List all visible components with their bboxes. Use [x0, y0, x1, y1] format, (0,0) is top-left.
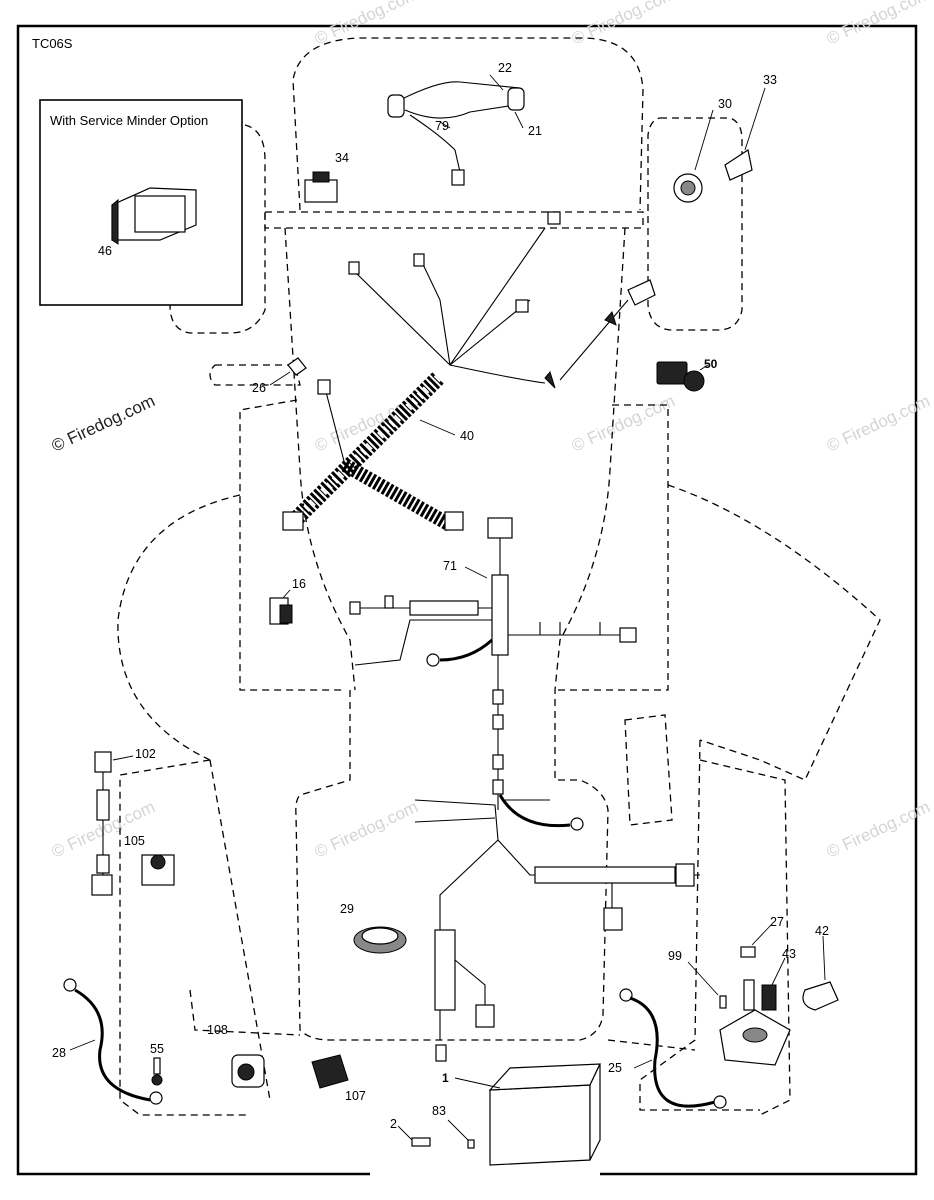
switch-50	[656, 361, 709, 392]
callout-21: 21	[528, 124, 542, 138]
nut-27	[740, 924, 772, 958]
callout-28: 28	[52, 1046, 66, 1060]
boot-42	[802, 935, 839, 1011]
headlight-assembly	[387, 74, 525, 186]
bolt-2	[397, 1125, 431, 1147]
diagram-code: TC06S	[32, 36, 73, 51]
nut-83	[447, 1119, 475, 1149]
callout-102: 102	[135, 747, 156, 761]
switch-34	[304, 171, 338, 203]
right-bracket	[624, 714, 673, 826]
starter-solenoid-43	[719, 957, 791, 1066]
callout-2: 2	[390, 1117, 397, 1131]
solenoid-105	[141, 854, 175, 886]
watermark: © Firedog.com	[312, 0, 421, 49]
callout-108: 108	[207, 1023, 228, 1037]
callout-34: 34	[335, 151, 349, 165]
callout-71: 71	[443, 559, 457, 573]
callout-46: 46	[98, 244, 112, 258]
callout-105: 105	[124, 834, 145, 848]
callout-30: 30	[718, 97, 732, 111]
diagram-frame	[16, 24, 918, 1180]
callout-42: 42	[815, 924, 829, 938]
callout-25: 25	[608, 1061, 622, 1075]
watermark: © Firedog.com	[312, 797, 421, 861]
watermark: © Firedog.com	[569, 391, 678, 455]
cable-28	[63, 978, 163, 1105]
relay-16	[269, 589, 293, 625]
cable-25	[619, 988, 727, 1109]
callout-55: 55	[150, 1042, 164, 1056]
part-108	[231, 1054, 265, 1088]
callout-16: 16	[292, 577, 306, 591]
tractor-outline	[117, 37, 881, 1116]
inset-title: With Service Minder Option	[50, 113, 208, 128]
harness-102	[91, 751, 134, 896]
ignition-switch	[673, 87, 766, 203]
callout-79: 79	[435, 119, 449, 133]
battery	[454, 1063, 601, 1166]
main-harness-40	[282, 211, 656, 532]
callout-50: 50	[704, 357, 718, 371]
callout-40: 40	[460, 429, 474, 443]
lower-harness	[414, 794, 700, 1062]
watermark: © Firedog.com	[49, 391, 158, 455]
callout-99: 99	[668, 949, 682, 963]
harness-71	[349, 517, 637, 810]
fuse-holder-26	[269, 357, 307, 386]
screw-99	[687, 961, 727, 1009]
callout-1: 1	[442, 1071, 449, 1085]
callout-43: 43	[782, 947, 796, 961]
service-minder-display	[111, 187, 197, 245]
screw-55	[151, 1057, 163, 1086]
watermark: © Firedog.com	[569, 0, 678, 49]
callout-33: 33	[763, 73, 777, 87]
module-107	[311, 1054, 349, 1089]
callout-29: 29	[340, 902, 354, 916]
callout-107: 107	[345, 1089, 366, 1103]
callout-83: 83	[432, 1104, 446, 1118]
callout-22: 22	[498, 61, 512, 75]
callout-27: 27	[770, 915, 784, 929]
callout-26: 26	[252, 381, 266, 395]
part-29	[353, 926, 407, 954]
service-minder-inset: With Service Minder Option 46	[39, 99, 243, 306]
